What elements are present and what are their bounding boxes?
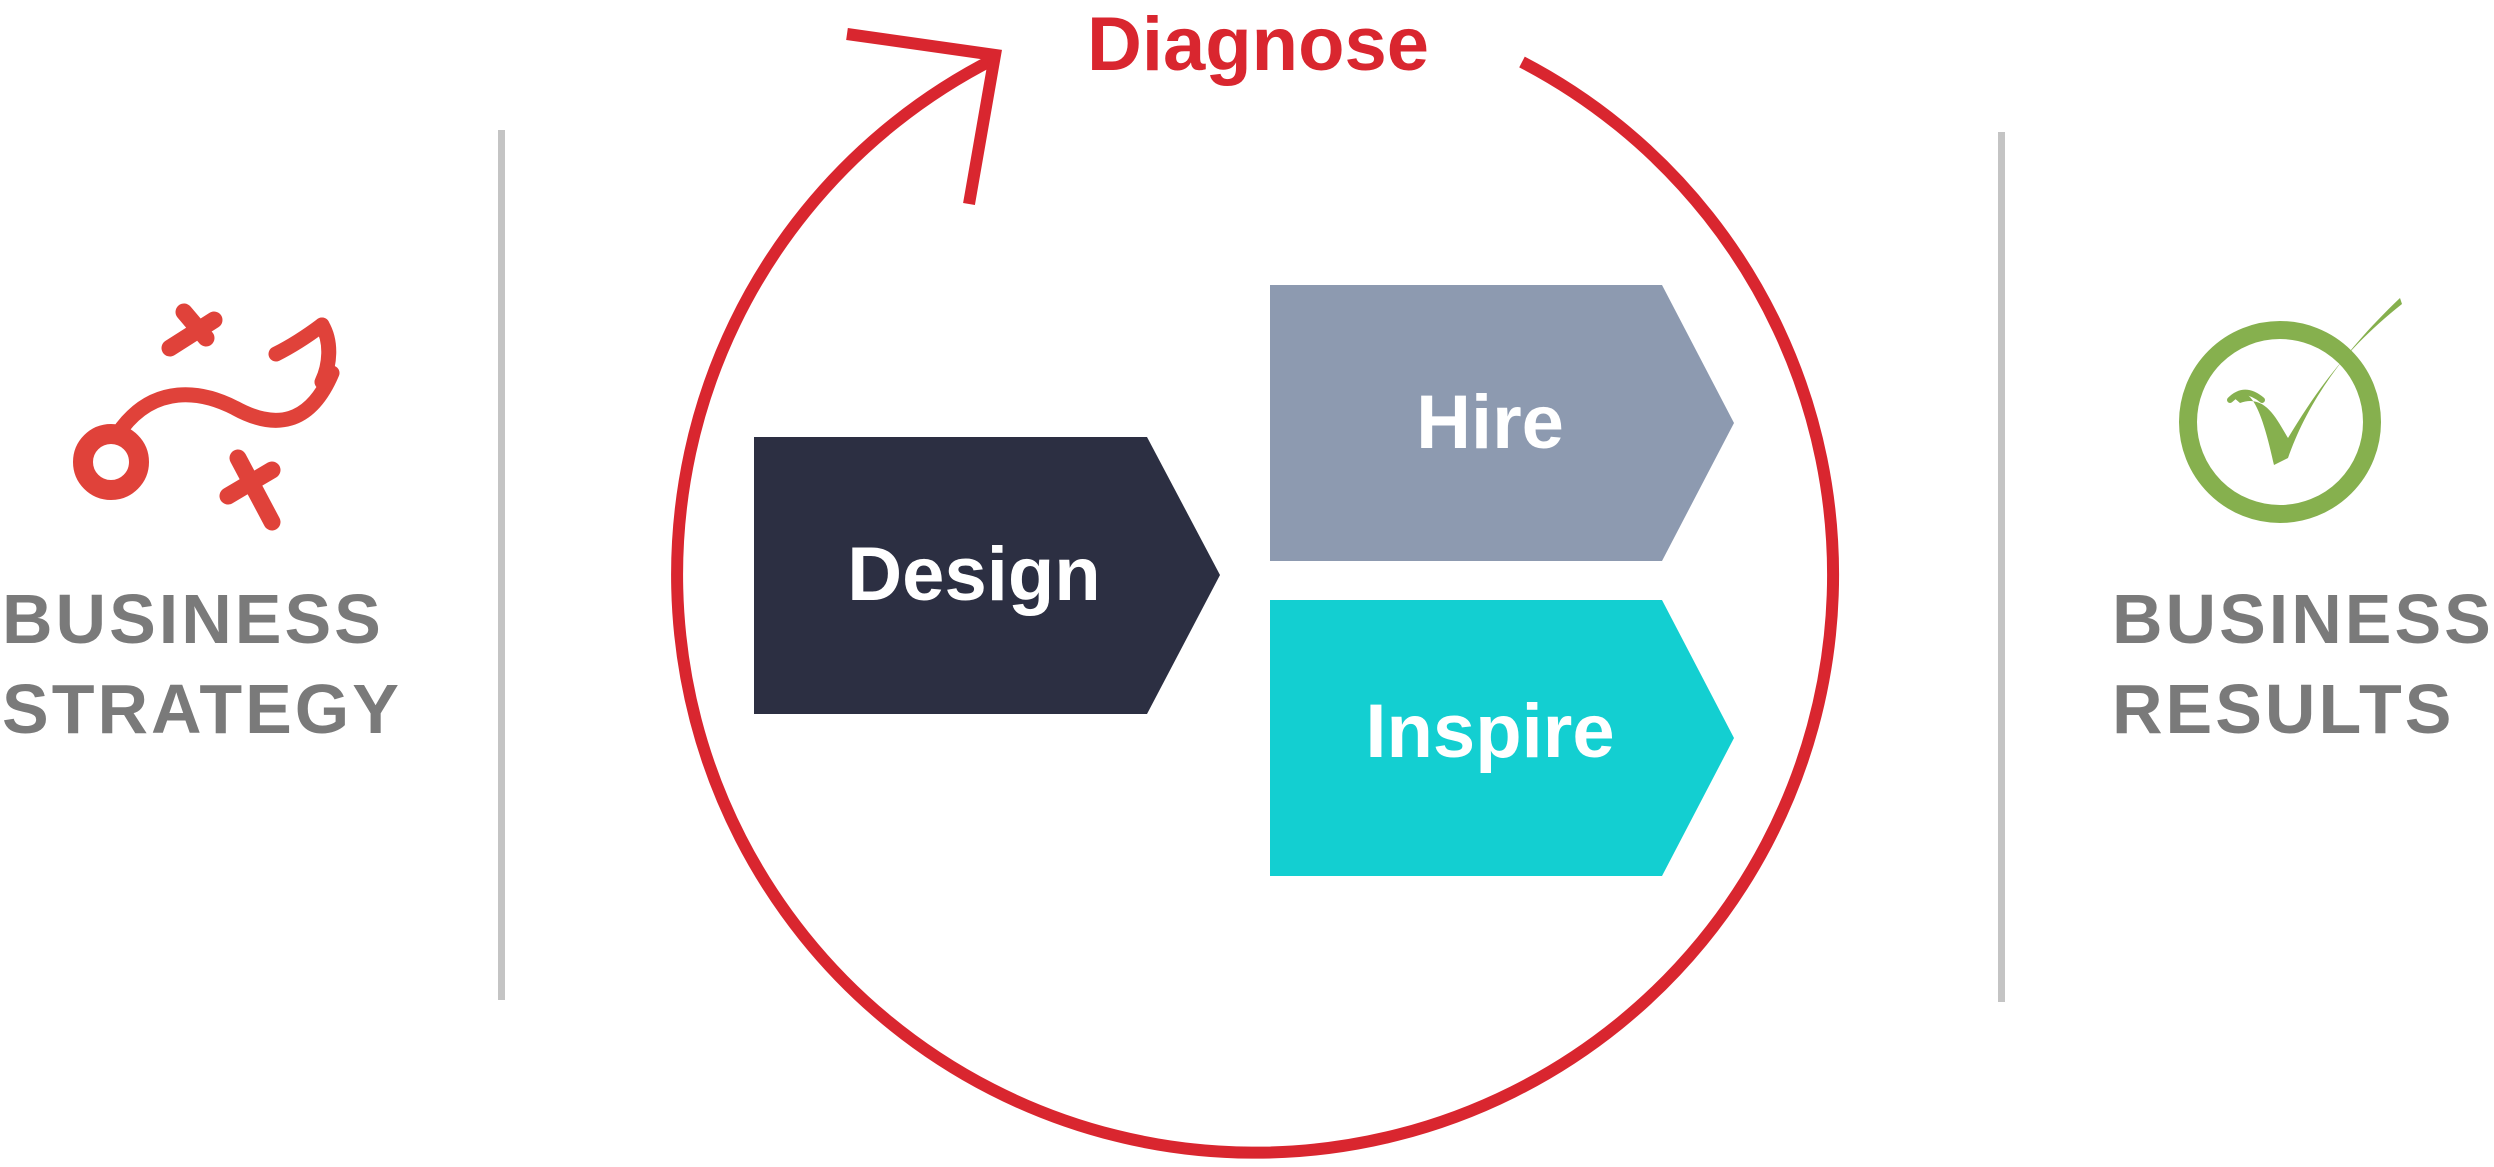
design-step-shape	[754, 437, 1220, 714]
strategy-play-icon	[73, 303, 340, 531]
business-results-line1: BUSINESS	[2112, 580, 2494, 658]
diagnose-label: Diagnose	[1086, 2, 1430, 87]
inspire-step-label: Inspire	[1365, 689, 1615, 774]
inspire-step-shape	[1270, 600, 1734, 876]
design-step-label: Design	[847, 532, 1101, 617]
business-strategy-line2: STRATEGY	[2, 670, 402, 748]
hire-step-label: Hire	[1416, 380, 1564, 465]
check-circle-icon	[2179, 298, 2402, 523]
left-divider	[498, 130, 505, 1000]
business-strategy-label: BUSINESS STRATEGY	[2, 574, 402, 754]
hire-step-shape	[1270, 285, 1734, 561]
right-divider	[1998, 132, 2005, 1002]
business-results-label: BUSINESS RESULTS	[2112, 574, 2494, 754]
business-results-line2: RESULTS	[2112, 670, 2455, 748]
business-strategy-line1: BUSINESS	[2, 580, 384, 658]
